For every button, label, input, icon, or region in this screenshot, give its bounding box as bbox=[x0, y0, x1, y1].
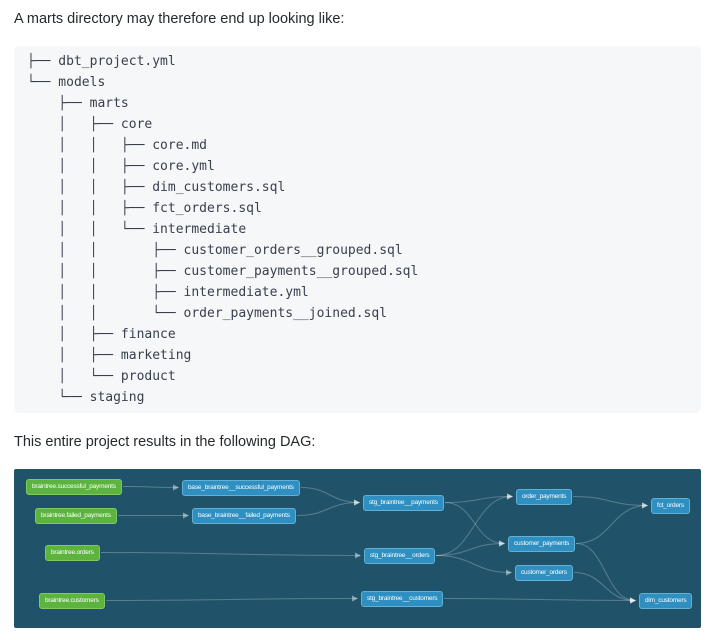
dag-node-base_braintree__successful_payments: base_braintree__successful_payments bbox=[182, 480, 300, 496]
dag-edges-svg bbox=[100, 484, 648, 604]
dag-node-braintree.failed_payments: braintree.failed_payments bbox=[35, 508, 117, 524]
dag-node-dim_customers: dim_customers bbox=[639, 593, 693, 609]
dag-node-stg_braintree__customers: stg_braintree__customers bbox=[361, 591, 444, 607]
dag-node-stg_braintree__payments: stg_braintree__payments bbox=[363, 495, 444, 511]
dag-node-base_braintree__failed_payments: base_braintree__failed_payments bbox=[192, 508, 296, 524]
dag-node-customer_orders: customer_orders bbox=[515, 565, 573, 581]
dag-node-stg_braintree__orders: stg_braintree__orders bbox=[364, 548, 436, 564]
intro-paragraph: A marts directory may therefore end up l… bbox=[14, 11, 345, 27]
dag-node-braintree.successful_payments: braintree.successful_payments bbox=[26, 479, 122, 495]
dag-node-braintree.customers: braintree.customers bbox=[39, 593, 105, 609]
dag-node-fct_orders: fct_orders bbox=[651, 498, 690, 514]
directory-tree: ├── dbt_project.yml └── models ├── marts… bbox=[14, 46, 701, 414]
dag-intro-paragraph: This entire project results in the follo… bbox=[14, 434, 316, 451]
dag-node-order_payments: order_payments bbox=[516, 489, 573, 505]
dag-node-customer_payments: customer_payments bbox=[508, 536, 576, 552]
dag-image: braintree.successful_payments braintree.f… bbox=[14, 469, 701, 629]
dag-node-braintree.orders: braintree.orders bbox=[45, 545, 100, 561]
directory-tree-code: ├── dbt_project.yml └── models ├── marts… bbox=[27, 54, 419, 406]
